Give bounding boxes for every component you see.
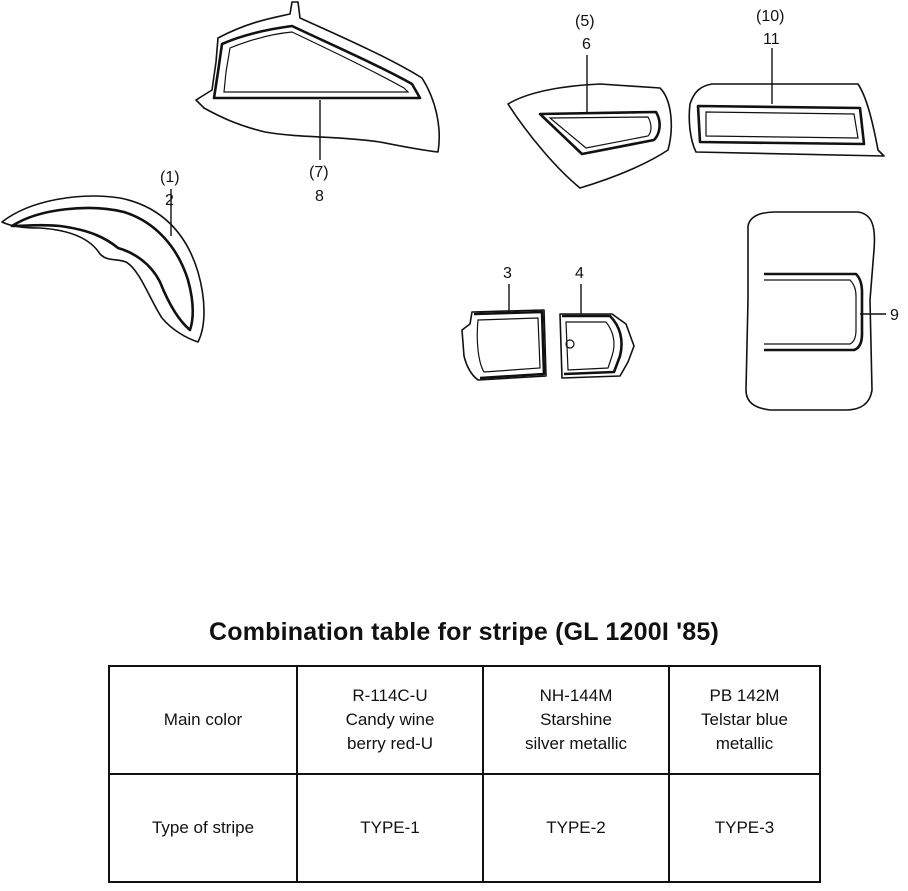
color-cell-3: PB 142M Telstar blue metallic (668, 665, 821, 775)
side-cover-part (507, 55, 673, 189)
table-title: Combination table for stripe (GL 1200I '… (208, 618, 720, 646)
callout-cover-right: 4 (575, 265, 584, 282)
color-name-line: Starshine (540, 710, 612, 729)
callout-cover-left: 3 (503, 265, 512, 282)
table-row-stripe-type: Type of stripe TYPE-1 TYPE-2 TYPE-3 (108, 773, 821, 883)
color-name-line: berry red-U (347, 734, 433, 753)
callout-side-cover: 6 (582, 36, 591, 53)
row-header-stripe-type: Type of stripe (108, 773, 298, 883)
stripe-combination-table: Main color R-114C-U Candy wine berry red… (108, 665, 821, 883)
parts-diagram: (7) 8 (5) 6 (10) 11 (1) 2 3 4 (1, 1, 899, 411)
color-name-line: Candy wine (345, 710, 435, 729)
color-cell-2: NH-144M Starshine silver metallic (482, 665, 670, 775)
callout-saddlebag-ref: (10) (756, 8, 784, 25)
color-cell-1: R-114C-U Candy wine berry red-U (296, 665, 484, 775)
callout-fairing-ref: (7) (309, 164, 329, 181)
fairing-part (195, 1, 441, 160)
small-cover-left-part (461, 284, 547, 381)
table-row-main-color: Main color R-114C-U Candy wine berry red… (108, 665, 821, 775)
stripe-cell-2: TYPE-2 (482, 773, 670, 883)
color-code: PB 142M (709, 686, 780, 705)
color-code: NH-144M (539, 686, 613, 705)
color-name-line: Telstar blue (701, 710, 788, 729)
callout-fender: 2 (165, 192, 174, 209)
saddlebag-part (688, 48, 885, 157)
callout-saddlebag: 11 (763, 31, 780, 48)
color-name-line: metallic (715, 734, 774, 753)
color-name-line: silver metallic (524, 734, 628, 753)
callout-fender-ref: (1) (160, 169, 180, 186)
stripe-cell-1: TYPE-1 (296, 773, 484, 883)
callout-trunk: 9 (890, 307, 899, 324)
stripe-cell-3: TYPE-3 (668, 773, 821, 883)
callout-side-cover-ref: (5) (575, 13, 595, 30)
front-fender-part (1, 189, 205, 343)
trunk-part (745, 211, 886, 411)
color-code: R-114C-U (352, 686, 428, 705)
callout-fairing: 8 (315, 188, 324, 205)
small-cover-right-part (559, 284, 635, 379)
row-header-main-color: Main color (108, 665, 298, 775)
